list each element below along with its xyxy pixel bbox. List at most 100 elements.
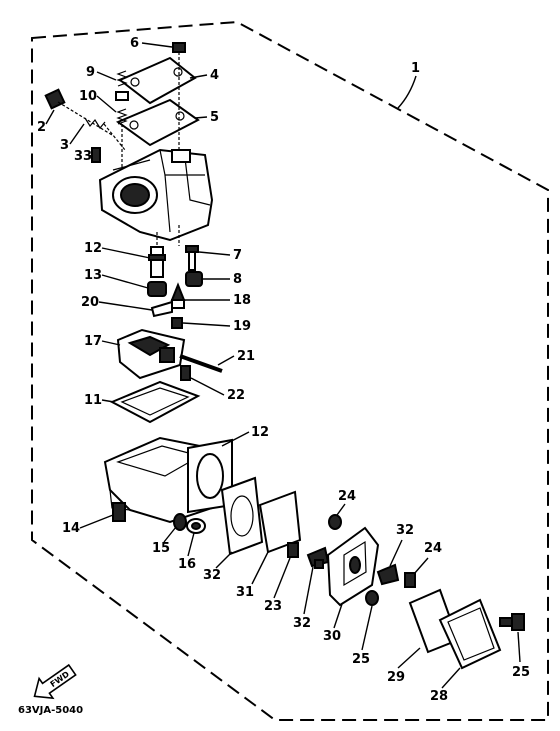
label-3: 3 xyxy=(60,138,69,153)
part-float-18 xyxy=(116,328,186,380)
leader-18 xyxy=(101,340,121,346)
label-25-a: 24 xyxy=(338,489,356,504)
leader-32-a xyxy=(303,566,314,615)
label-14: 13 xyxy=(84,268,102,283)
leader-14 xyxy=(101,274,149,289)
leader-10 xyxy=(96,95,117,113)
label-7: 7 xyxy=(233,248,242,263)
leader-29 xyxy=(333,603,343,629)
part-needle-19 xyxy=(170,282,186,309)
label-19: 18 xyxy=(233,293,251,308)
part-cover-5 xyxy=(115,98,200,147)
label-13: 12 xyxy=(84,241,102,256)
part-gasket-11 xyxy=(109,380,201,424)
part-screw-7 xyxy=(185,245,199,271)
drawing-code: 63VJA-5040 xyxy=(18,705,83,716)
label-1: 1 xyxy=(411,61,420,76)
label-10: 10 xyxy=(79,89,97,104)
part-33 xyxy=(91,147,101,163)
part-valve-32-right xyxy=(376,563,400,586)
label-31: 32 xyxy=(203,568,221,583)
leader-4 xyxy=(189,74,208,79)
part-screw-24 xyxy=(287,542,299,558)
part-screw-26 xyxy=(499,613,525,631)
leader-11 xyxy=(101,399,115,403)
part-clip-21 xyxy=(150,300,173,318)
label-15: 14 xyxy=(62,521,80,536)
leader-23 xyxy=(190,377,225,396)
part-cover-27 xyxy=(438,598,502,670)
leader-20 xyxy=(182,322,231,327)
part-screw-24 xyxy=(314,559,324,569)
leader-17 xyxy=(187,532,195,557)
leader-13 xyxy=(101,247,151,259)
part-nut-25 xyxy=(365,590,379,606)
label-23: 22 xyxy=(227,388,245,403)
label-12: 12 xyxy=(251,425,269,440)
part-screw-15 xyxy=(112,502,126,522)
leader-33 xyxy=(89,154,93,157)
leader-7 xyxy=(198,251,231,256)
part-float-bowl-12 xyxy=(103,436,233,524)
leader-9 xyxy=(96,71,117,81)
leader-32-b xyxy=(389,539,403,567)
label-29: 30 xyxy=(323,629,341,644)
part-washer-16 xyxy=(173,513,187,531)
leader-22 xyxy=(217,355,235,366)
leader-30 xyxy=(251,551,269,585)
part-spring-9 xyxy=(115,70,129,101)
label-21: 20 xyxy=(81,295,99,310)
leader-2 xyxy=(45,109,55,125)
part-screw-23 xyxy=(180,365,191,381)
part-clip-20 xyxy=(171,317,183,329)
leader-21 xyxy=(98,301,153,311)
part-screw-24 xyxy=(404,572,416,588)
part-jet-13 xyxy=(148,246,166,278)
label-30: 31 xyxy=(236,585,254,600)
label-25-b: 25 xyxy=(352,652,370,667)
fwd-arrow-icon: FWD xyxy=(33,663,77,700)
label-8: 8 xyxy=(233,272,242,287)
label-6: 6 xyxy=(130,36,139,51)
assembly-boundary xyxy=(31,20,549,721)
part-carburetor-body xyxy=(98,148,214,242)
leader-5 xyxy=(194,116,208,119)
leader-24-a xyxy=(273,557,291,599)
leader-6 xyxy=(141,42,173,48)
part-spring-10 xyxy=(116,108,128,170)
label-28: 29 xyxy=(387,670,405,685)
leader-15 xyxy=(79,514,114,529)
leader-31 xyxy=(215,551,233,569)
label-32-a: 32 xyxy=(293,616,311,631)
label-2: 2 xyxy=(37,120,46,135)
part-fuel-pump-body-29 xyxy=(326,526,380,607)
label-26: 25 xyxy=(512,665,530,680)
leader-3 xyxy=(69,123,85,145)
label-4: 4 xyxy=(210,68,219,83)
leader-16 xyxy=(163,526,177,543)
label-5: 5 xyxy=(210,110,219,125)
label-32-b: 32 xyxy=(396,523,414,538)
leader-27 xyxy=(441,667,461,689)
part-plug-17 xyxy=(186,518,206,534)
label-9: 9 xyxy=(86,65,95,80)
label-16: 15 xyxy=(152,541,170,556)
part-cover-4 xyxy=(118,56,197,105)
leader-24-b xyxy=(413,557,429,575)
leader-26 xyxy=(517,631,521,663)
label-24-a: 23 xyxy=(264,599,282,614)
label-33: 33 xyxy=(74,149,92,164)
part-gasket-31 xyxy=(220,476,264,556)
part-gasket-30 xyxy=(258,490,302,554)
leader-12 xyxy=(221,431,250,447)
label-18: 17 xyxy=(84,334,102,349)
part-seat-8 xyxy=(185,271,203,287)
part-screw-3 xyxy=(84,117,126,151)
label-20: 19 xyxy=(233,319,251,334)
label-17: 16 xyxy=(178,557,196,572)
leader-28 xyxy=(397,647,421,669)
label-22: 21 xyxy=(237,349,255,364)
label-11: 11 xyxy=(84,393,102,408)
leader-25-a xyxy=(336,503,346,516)
